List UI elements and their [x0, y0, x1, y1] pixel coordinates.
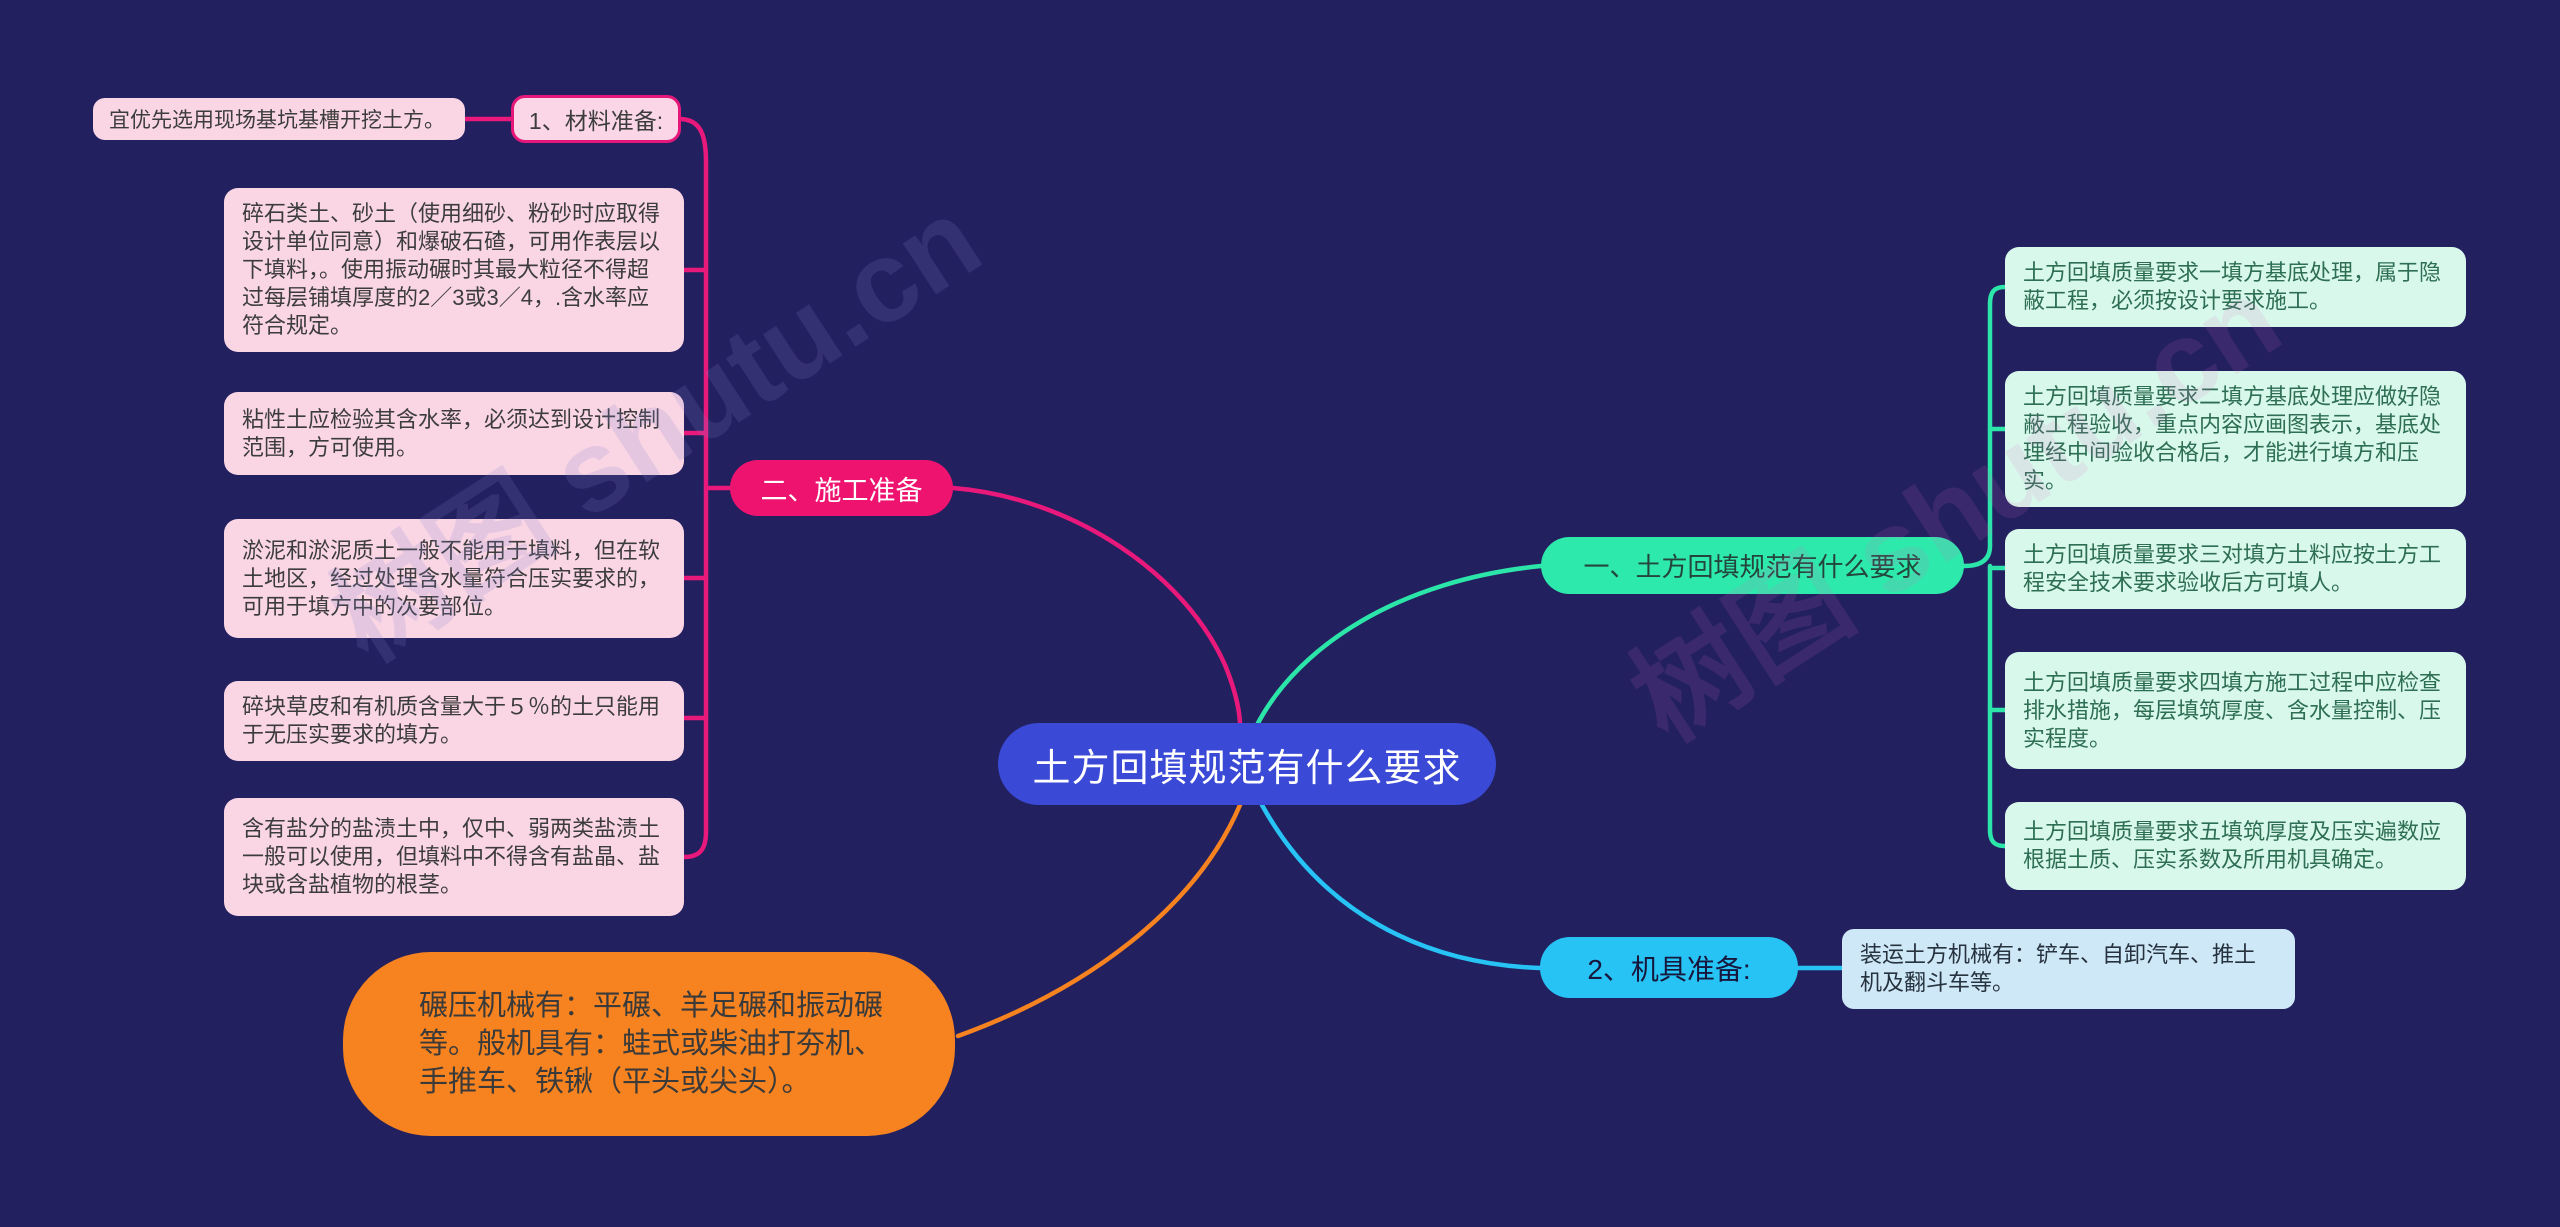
branch-node-requirements[interactable]: 一、土方回填规范有什么要求 [1541, 537, 1964, 594]
note-requirement-1[interactable]: 土方回填质量要求一填方基底处理，属于隐蔽工程，必须按设计要求施工。 [2005, 247, 2466, 327]
note-hauling-machinery[interactable]: 装运土方机械有：铲车、自卸汽车、推土机及翻斗车等。 [1842, 929, 2295, 1009]
note-material-1[interactable]: 碎石类土、砂土（使用细砂、粉砂时应取得设计单位同意）和爆破石碴，可用作表层以下填… [224, 188, 684, 352]
note-preferred-soil[interactable]: 宜优先选用现场基坑基槽开挖土方。 [93, 98, 465, 140]
branch-node-construction-prep[interactable]: 二、施工准备 [730, 460, 953, 516]
note-material-5[interactable]: 含有盐分的盐渍土中，仅中、弱两类盐渍土一般可以使用，但填料中不得含有盐晶、盐块或… [224, 798, 684, 916]
note-material-3[interactable]: 淤泥和淤泥质土一般不能用于填料，但在软土地区，经过处理含水量符合压实要求的，可用… [224, 519, 684, 638]
note-requirement-2[interactable]: 土方回填质量要求二填方基底处理应做好隐蔽工程验收，重点内容应画图表示，基底处理经… [2005, 371, 2466, 507]
note-material-2[interactable]: 粘性土应检验其含水率，必须达到设计控制范围，方可使用。 [224, 392, 684, 475]
note-material-4[interactable]: 碎块草皮和有机质含量大于５％的土只能用于无压实要求的填方。 [224, 681, 684, 761]
edge-group-orange [955, 802, 1243, 1039]
central-topic-node[interactable]: 土方回填规范有什么要求 [998, 723, 1496, 805]
branch-node-rolling-machinery[interactable]: 碾压机械有：平碾、羊足碾和振动碾等。般机具有：蛙式或柴油打夯机、手推车、铁锹（平… [343, 952, 955, 1136]
note-requirement-5[interactable]: 土方回填质量要求五填筑厚度及压实遍数应根据土质、压实系数及所用机具确定。 [2005, 802, 2466, 890]
branch-node-equipment-prep[interactable]: 2、机具准备: [1540, 937, 1798, 998]
subnode-material-prep[interactable]: 1、材料准备: [511, 95, 681, 143]
note-requirement-4[interactable]: 土方回填质量要求四填方施工过程中应检查排水措施，每层填筑厚度、含水量控制、压实程… [2005, 652, 2466, 769]
note-requirement-3[interactable]: 土方回填质量要求三对填方土料应按土方工程安全技术要求验收后方可填人。 [2005, 529, 2466, 609]
